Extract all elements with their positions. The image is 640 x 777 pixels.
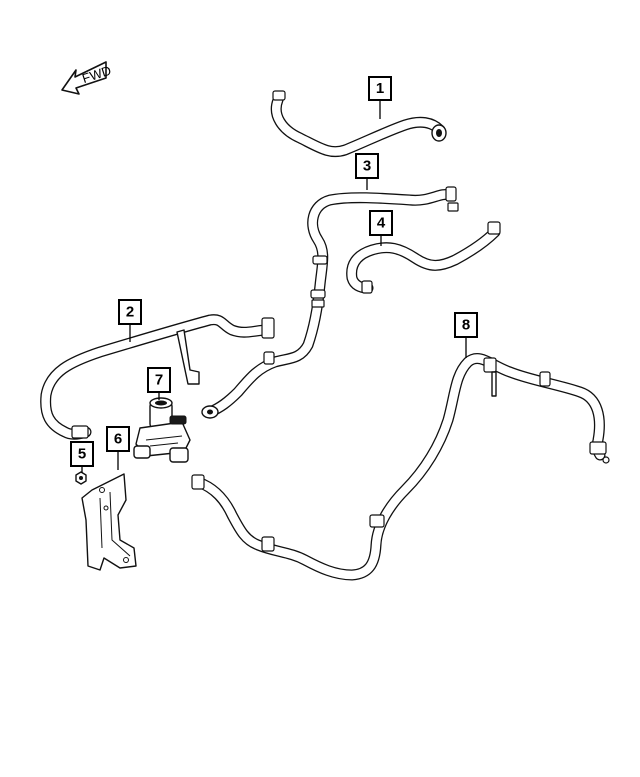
callout-label: 1 [376,80,384,97]
callout-label: 7 [155,372,163,389]
callout-7: 7 [147,367,171,393]
hose-clamp-icon [539,371,551,387]
callout-label: 4 [377,215,386,232]
hose-clamp-icon [263,351,275,365]
hose-clamp-icon [261,317,275,339]
callout-1: 1 [368,76,392,101]
callout-5: 5 [70,441,94,467]
mounting-bracket-icon [176,329,200,385]
callout-label: 6 [114,431,122,448]
callout-label: 5 [78,446,86,463]
hose-clamp-icon [445,186,457,202]
callout-4: 4 [369,210,393,236]
hose-part-4 [346,221,501,294]
callout-label: 2 [126,304,134,321]
fwd-label: FWD [80,63,113,86]
hose-clamp-icon [272,90,286,101]
pump-connector-icon [169,415,187,425]
callout-label: 8 [462,317,470,334]
hose-clamp-icon [361,280,373,294]
nut-part-5 [75,471,87,485]
hose-part-8 [191,353,610,581]
hose-clamp-icon [369,514,385,528]
hose-bracket-icon [491,371,497,397]
fwd-arrow-icon: FWD [61,61,113,95]
hose-part-3 [201,186,459,419]
coolant-pump-part-7 [133,397,191,463]
hose-part-2 [40,314,275,440]
bracket-part-6 [81,473,137,571]
hose-clamp-icon [71,425,89,439]
hose-clamp-icon [310,289,326,299]
callout-6: 6 [106,426,130,452]
callout-8: 8 [454,312,478,338]
hose-clamp-icon [483,357,497,373]
hose-part-1 [270,90,447,158]
callout-3: 3 [355,153,379,179]
callout-2: 2 [118,299,142,325]
hose-clamp-icon [312,255,328,265]
hose-clamp-icon [261,536,275,552]
pump-inlet-icon [169,447,189,463]
hose-clamp-icon [191,474,205,490]
callout-label: 3 [363,158,371,175]
hose-clamp-icon [487,221,501,235]
hose-clamp-icon [589,441,607,455]
pump-outlet-icon [133,445,151,459]
